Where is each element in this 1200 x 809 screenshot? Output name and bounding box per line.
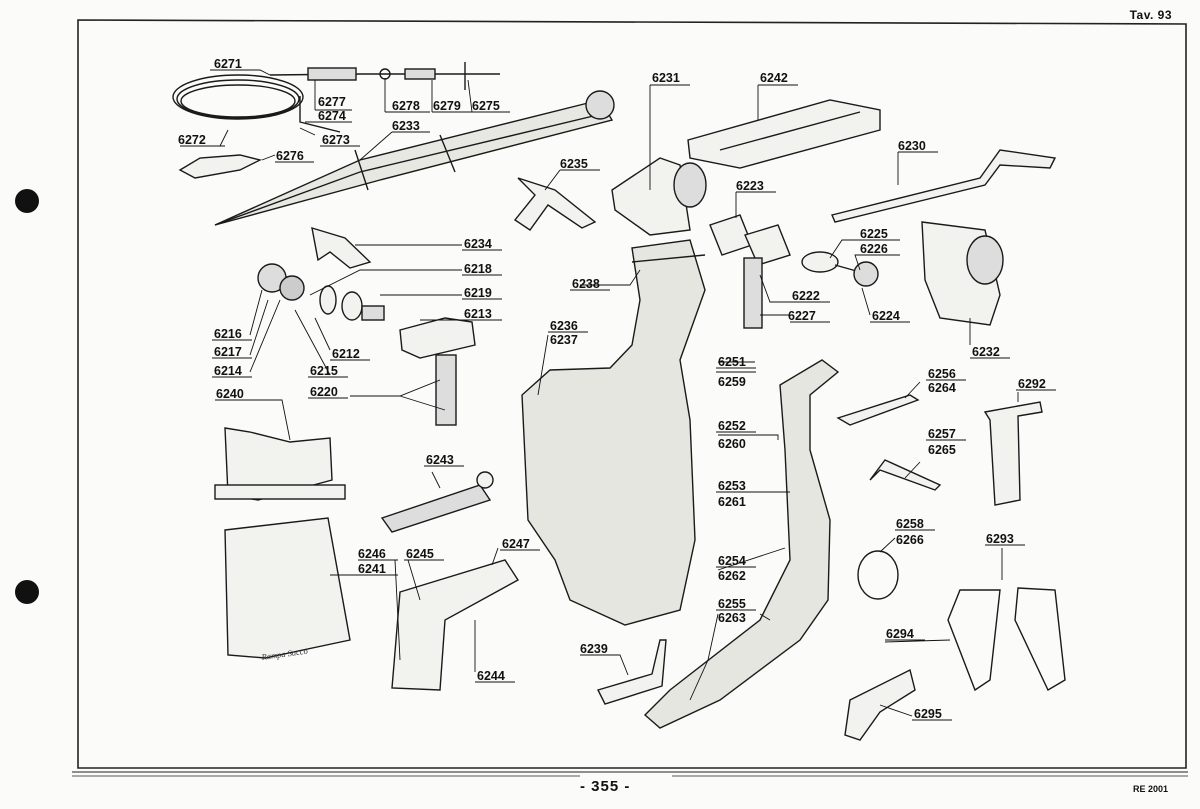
bracket-6239 bbox=[597, 639, 667, 705]
part-label: 6261 bbox=[718, 495, 746, 509]
duct-6252 bbox=[643, 359, 840, 729]
bracket-6234 bbox=[311, 226, 372, 269]
reference-code: RE 2001 bbox=[1132, 784, 1168, 794]
part-label: 6259 bbox=[718, 375, 746, 389]
part-label: 6246 bbox=[358, 547, 386, 561]
part-label: 6252 bbox=[718, 419, 746, 433]
handle-6213 bbox=[399, 317, 476, 426]
part-label: 6247 bbox=[502, 537, 530, 551]
part-label: 6227 bbox=[788, 309, 816, 323]
binder-hole-bottom bbox=[15, 580, 39, 604]
part-label: 6278 bbox=[392, 99, 420, 113]
part-label: 6235 bbox=[560, 157, 588, 171]
box-6241 bbox=[224, 517, 351, 659]
part-label: 6243 bbox=[426, 453, 454, 467]
plate-frame bbox=[72, 19, 1188, 777]
valve-6231 bbox=[611, 157, 707, 236]
lever-6230 bbox=[831, 149, 1057, 223]
part-label: 6237 bbox=[550, 333, 578, 347]
part-label: 6266 bbox=[896, 533, 924, 547]
part-label: 6265 bbox=[928, 443, 956, 457]
part-label: 6240 bbox=[216, 387, 244, 401]
part-label: 6238 bbox=[572, 277, 600, 291]
part-label: 6277 bbox=[318, 95, 346, 109]
fitting-6292 bbox=[983, 401, 1043, 506]
part-label: 6294 bbox=[886, 627, 914, 641]
clamp-6258 bbox=[857, 550, 899, 600]
funnel-6240 bbox=[214, 427, 346, 501]
part-label: 6230 bbox=[898, 139, 926, 153]
part-label: 6274 bbox=[318, 109, 346, 123]
part-label: 6279 bbox=[433, 99, 461, 113]
part-label: 6215 bbox=[310, 364, 338, 378]
part-label: 6232 bbox=[972, 345, 1000, 359]
part-label: 6253 bbox=[718, 479, 746, 493]
part-label: 6258 bbox=[896, 517, 924, 531]
part-label: 6295 bbox=[914, 707, 942, 721]
bracket-6276 bbox=[178, 154, 263, 179]
part-label: 6212 bbox=[332, 347, 360, 361]
part-label: 6276 bbox=[276, 149, 304, 163]
cable-coil bbox=[172, 62, 500, 133]
part-label: 6292 bbox=[1018, 377, 1046, 391]
part-label: 6263 bbox=[718, 611, 746, 625]
part-label: 6233 bbox=[392, 119, 420, 133]
part-label: 6231 bbox=[652, 71, 680, 85]
label-underlines bbox=[180, 69, 1056, 721]
part-label: 6223 bbox=[736, 179, 764, 193]
part-label: 6224 bbox=[872, 309, 900, 323]
part-label: 6275 bbox=[472, 99, 500, 113]
part-label: 6217 bbox=[214, 345, 242, 359]
part-label: 6272 bbox=[178, 133, 206, 147]
plate-label: Tav. 93 bbox=[1129, 8, 1172, 22]
part-label: 6251 bbox=[718, 355, 746, 369]
cylinder-6243 bbox=[380, 471, 494, 533]
part-label: 6216 bbox=[214, 327, 242, 341]
part-label: 6234 bbox=[464, 237, 492, 251]
part-label: 6264 bbox=[928, 381, 956, 395]
bracket-6244 bbox=[391, 559, 519, 691]
page-number: - 355 - bbox=[580, 778, 631, 795]
part-label: 6236 bbox=[550, 319, 578, 333]
part-label: 6241 bbox=[358, 562, 386, 576]
part-label: 6256 bbox=[928, 367, 956, 381]
part-label: 6257 bbox=[928, 427, 956, 441]
part-label: 6225 bbox=[860, 227, 888, 241]
part-label: 6218 bbox=[464, 262, 492, 276]
part-label: 6213 bbox=[464, 307, 492, 321]
part-label: 6239 bbox=[580, 642, 608, 656]
bracket-6235 bbox=[513, 177, 597, 231]
rail-6242 bbox=[687, 99, 881, 169]
knob-6223 bbox=[709, 214, 791, 329]
part-label: 6262 bbox=[718, 569, 746, 583]
arm-6256 bbox=[836, 394, 942, 491]
part-label: 6244 bbox=[477, 669, 505, 683]
knob-6224 bbox=[801, 251, 879, 287]
duct-6238 bbox=[521, 239, 706, 626]
hub-6216 bbox=[257, 263, 385, 321]
binder-hole-top bbox=[15, 189, 39, 213]
part-label: 6273 bbox=[322, 133, 350, 147]
part-label: 6214 bbox=[214, 364, 242, 378]
straps-6293 bbox=[947, 587, 1066, 692]
part-label: 6255 bbox=[718, 597, 746, 611]
part-label: 6293 bbox=[986, 532, 1014, 546]
valve-6232 bbox=[921, 221, 1004, 326]
part-label: 6226 bbox=[860, 242, 888, 256]
part-label: 6245 bbox=[406, 547, 434, 561]
part-label: 6219 bbox=[464, 286, 492, 300]
tube-6233 bbox=[214, 90, 615, 226]
part-label: 6260 bbox=[718, 437, 746, 451]
part-label: 6220 bbox=[310, 385, 338, 399]
part-label: 6222 bbox=[792, 289, 820, 303]
part-label: 6254 bbox=[718, 554, 746, 568]
part-label: 6271 bbox=[214, 57, 242, 71]
part-label: 6242 bbox=[760, 71, 788, 85]
